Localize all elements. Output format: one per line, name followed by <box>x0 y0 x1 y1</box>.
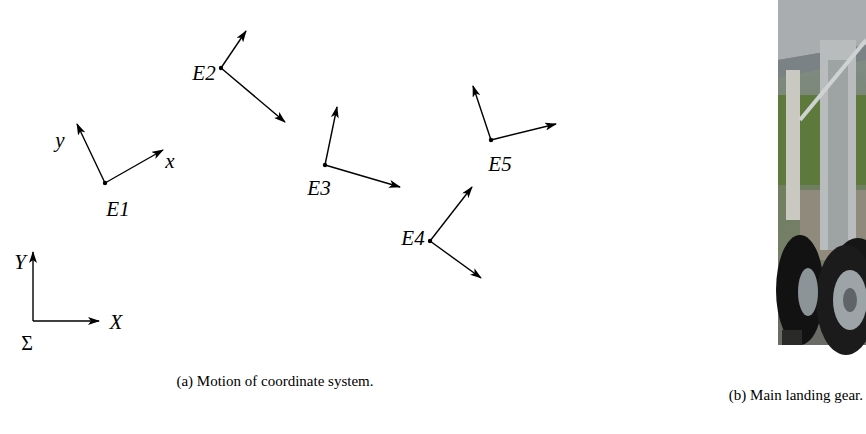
axis-label: y <box>55 130 64 151</box>
frame-label: Σ <box>21 333 33 353</box>
frame-label: E1 <box>106 199 129 220</box>
subfigure-caption: (a) Motion of coordinate system. <box>176 374 373 389</box>
frame-label: E5 <box>488 154 511 175</box>
subfigure-caption: (b) Main landing gear. <box>729 388 863 403</box>
frame-origins <box>103 66 493 243</box>
axis-label: x <box>165 151 174 172</box>
axis-label: Y <box>14 252 26 273</box>
axis-label: X <box>110 312 123 333</box>
landing-gear-photo <box>776 0 866 355</box>
frame-label: E4 <box>401 228 424 249</box>
frame-label: E2 <box>192 63 215 84</box>
frame-axes <box>33 31 556 321</box>
frame-label: E3 <box>307 178 330 199</box>
